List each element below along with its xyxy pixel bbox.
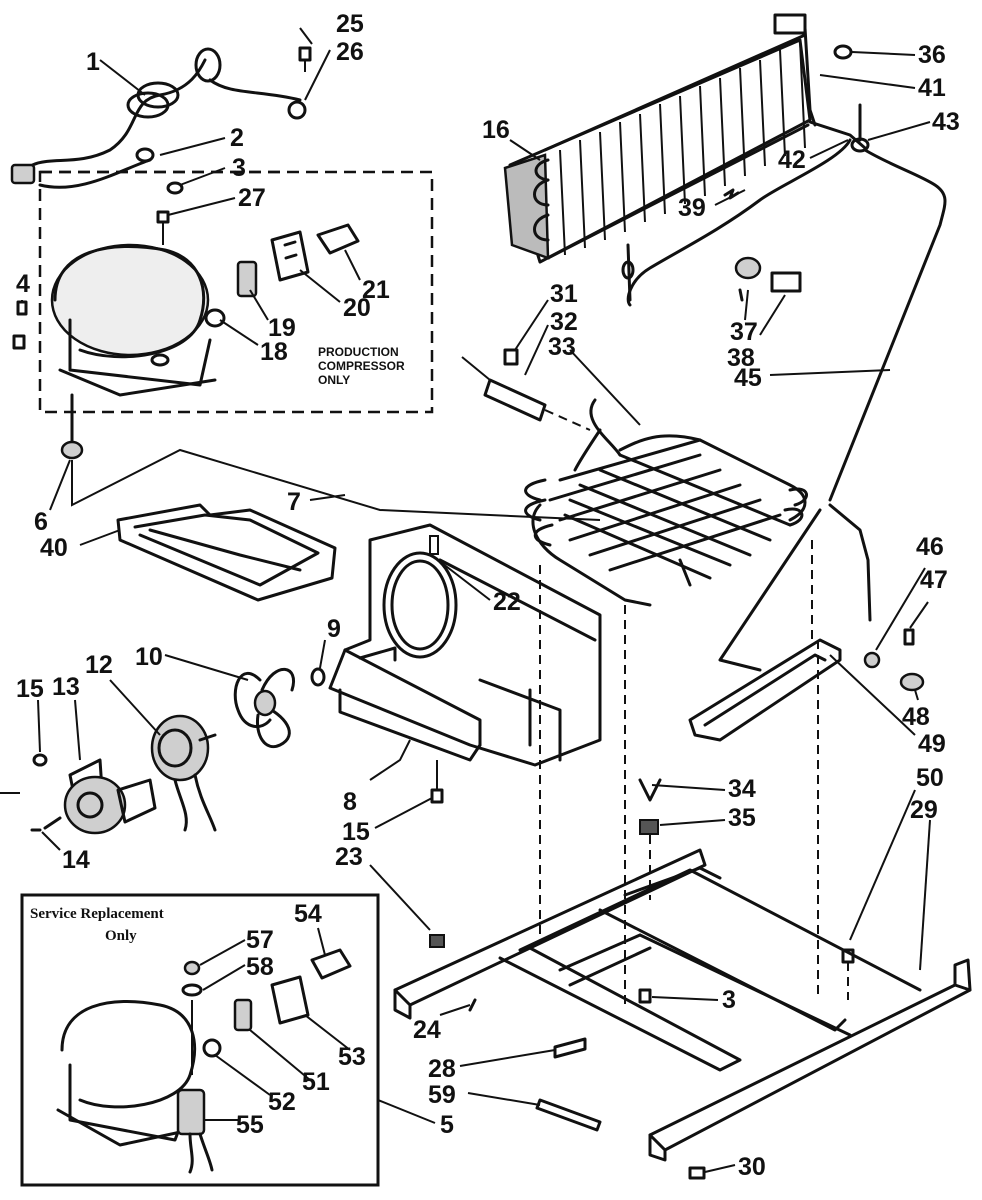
callout-23: 23	[335, 843, 363, 871]
callout-4: 4	[16, 270, 30, 298]
callout-40: 40	[40, 534, 68, 562]
clip-47-48	[899, 628, 925, 692]
screw-25	[287, 46, 312, 120]
part-59	[535, 1098, 602, 1132]
screw-15b	[430, 760, 444, 804]
screw-4	[12, 300, 28, 350]
callout-53: 53	[338, 1043, 366, 1071]
screw-50	[841, 948, 855, 1000]
callout-10: 10	[135, 643, 163, 671]
callout-32: 32	[550, 308, 578, 336]
fan-bracket	[328, 523, 602, 767]
overload-relay-group	[204, 223, 360, 328]
callout-7: 7	[287, 488, 301, 516]
callout-9: 9	[327, 615, 341, 643]
callout-47: 47	[920, 566, 948, 594]
callout-41: 41	[918, 74, 946, 102]
callout-20: 20	[343, 294, 371, 322]
callout-43: 43	[932, 108, 960, 136]
callout-24: 24	[413, 1016, 441, 1044]
screw-36	[833, 44, 853, 60]
grommet-46	[863, 651, 881, 669]
callout-33: 33	[548, 333, 576, 361]
callout-5: 5	[440, 1111, 454, 1139]
fan-blade	[233, 667, 326, 749]
callout-15a: 15	[16, 675, 44, 703]
production-box-line1: PRODUCTION	[318, 345, 399, 359]
condenser-tubes	[621, 103, 947, 672]
callout-57: 57	[246, 926, 274, 954]
fan-motor	[150, 714, 217, 832]
thermostat-parts	[723, 188, 802, 302]
callout-16: 16	[482, 116, 510, 144]
callout-38: 38	[727, 344, 755, 372]
service-box-line2: Only	[105, 928, 137, 944]
callout-58: 58	[246, 953, 274, 981]
callout-12: 12	[85, 651, 113, 679]
callout-51: 51	[302, 1068, 330, 1096]
callout-2: 2	[230, 124, 244, 152]
callout-59: 59	[428, 1081, 456, 1109]
callout-28: 28	[428, 1055, 456, 1083]
production-box-line2: COMPRESSOR	[318, 359, 405, 373]
callout-25: 25	[336, 10, 364, 38]
motor-bracket	[0, 753, 157, 835]
callout-45: 45	[734, 364, 762, 392]
callout-52: 52	[268, 1088, 296, 1116]
callout-labels: 1 2 3 4 5 6 7 8 9 10 12 13 14 15 15 16 1…	[16, 10, 960, 1181]
screw-3b	[638, 988, 652, 1004]
callout-29: 29	[910, 796, 938, 824]
callout-55: 55	[236, 1111, 264, 1139]
leader-lines	[21, 27, 931, 1173]
callout-36: 36	[918, 41, 946, 69]
callout-35: 35	[728, 804, 756, 832]
compressor-service	[56, 948, 352, 1174]
callout-8: 8	[343, 788, 357, 816]
part-28	[553, 1037, 587, 1059]
callout-39: 39	[678, 194, 706, 222]
dryer	[461, 348, 591, 431]
drain-pan	[116, 503, 337, 602]
production-box-line3: ONLY	[318, 373, 350, 387]
drain-trough	[688, 638, 842, 742]
callout-42: 42	[778, 146, 806, 174]
condenser	[503, 13, 817, 264]
callout-50: 50	[916, 764, 944, 792]
callout-15b: 15	[342, 818, 370, 846]
compressor-production	[50, 243, 217, 397]
callout-49: 49	[918, 730, 946, 758]
callout-31: 31	[550, 280, 578, 308]
evaporator	[524, 398, 808, 607]
callout-27: 27	[238, 184, 266, 212]
callout-26: 26	[336, 38, 364, 66]
callout-37: 37	[730, 318, 758, 346]
power-cord	[10, 47, 302, 195]
screw-27	[156, 210, 170, 245]
callout-1: 1	[86, 48, 100, 76]
service-box-line1: Service Replacement	[30, 906, 164, 922]
callout-22: 22	[493, 588, 521, 616]
callout-21: 21	[362, 276, 390, 304]
callout-3: 3	[232, 154, 246, 182]
callout-48: 48	[902, 703, 930, 731]
clip-34-35	[638, 778, 662, 900]
callout-54: 54	[294, 900, 322, 928]
callout-34: 34	[728, 775, 756, 803]
callout-19: 19	[268, 314, 296, 342]
callout-14: 14	[62, 846, 90, 874]
callout-18: 18	[260, 338, 288, 366]
callout-46: 46	[916, 533, 944, 561]
callout-13: 13	[52, 673, 80, 701]
callout-30: 30	[738, 1153, 766, 1181]
base-frame	[393, 848, 972, 1162]
service-replacement-box	[20, 893, 380, 1187]
screw-30	[688, 1166, 706, 1180]
callout-6: 6	[34, 508, 48, 536]
callout-3b: 3	[722, 986, 736, 1014]
